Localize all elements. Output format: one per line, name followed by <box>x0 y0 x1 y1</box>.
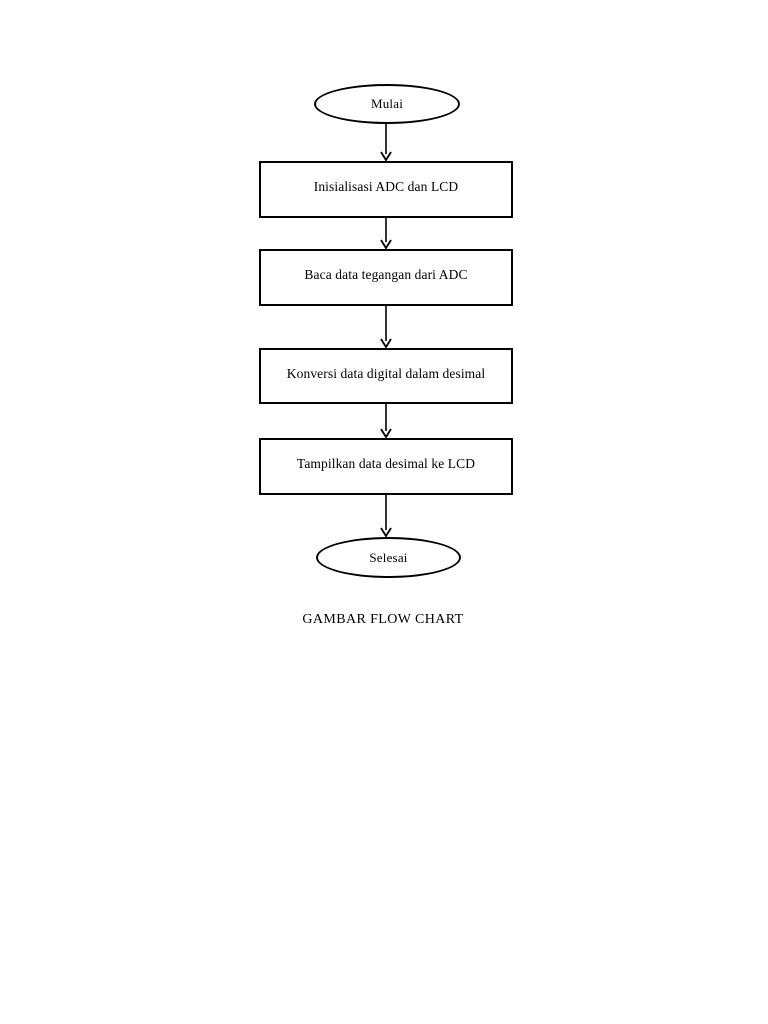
flow-connector-step4-to-end <box>374 495 398 538</box>
flow-connector-step2-to-step3 <box>374 306 398 349</box>
flow-connector-step3-to-step4 <box>374 404 398 439</box>
flow-node-step2-label: Baca data tegangan dari ADC <box>304 266 468 282</box>
flow-node-step4: Tampilkan data desimal ke LCD <box>259 438 513 495</box>
flowchart-caption: GAMBAR FLOW CHART <box>302 612 464 627</box>
flow-node-end: Selesai <box>316 537 461 578</box>
flow-node-start: Mulai <box>314 84 460 124</box>
flow-node-step1-label: Inisialisasi ADC dan LCD <box>313 178 459 194</box>
flow-node-start-label: Mulai <box>370 95 404 111</box>
flow-node-step3: Konversi data digital dalam desimal <box>259 348 513 404</box>
flow-node-step4-label: Tampilkan data desimal ke LCD <box>296 455 476 471</box>
flow-connector-step1-to-step2 <box>374 218 398 250</box>
flow-node-end-label: Selesai <box>369 549 408 565</box>
flow-node-step2: Baca data tegangan dari ADC <box>259 249 513 306</box>
flow-connector-start-to-step1 <box>374 124 398 162</box>
flow-node-step3-label: Konversi data digital dalam desimal <box>286 365 486 381</box>
flow-node-step1: Inisialisasi ADC dan LCD <box>259 161 513 218</box>
